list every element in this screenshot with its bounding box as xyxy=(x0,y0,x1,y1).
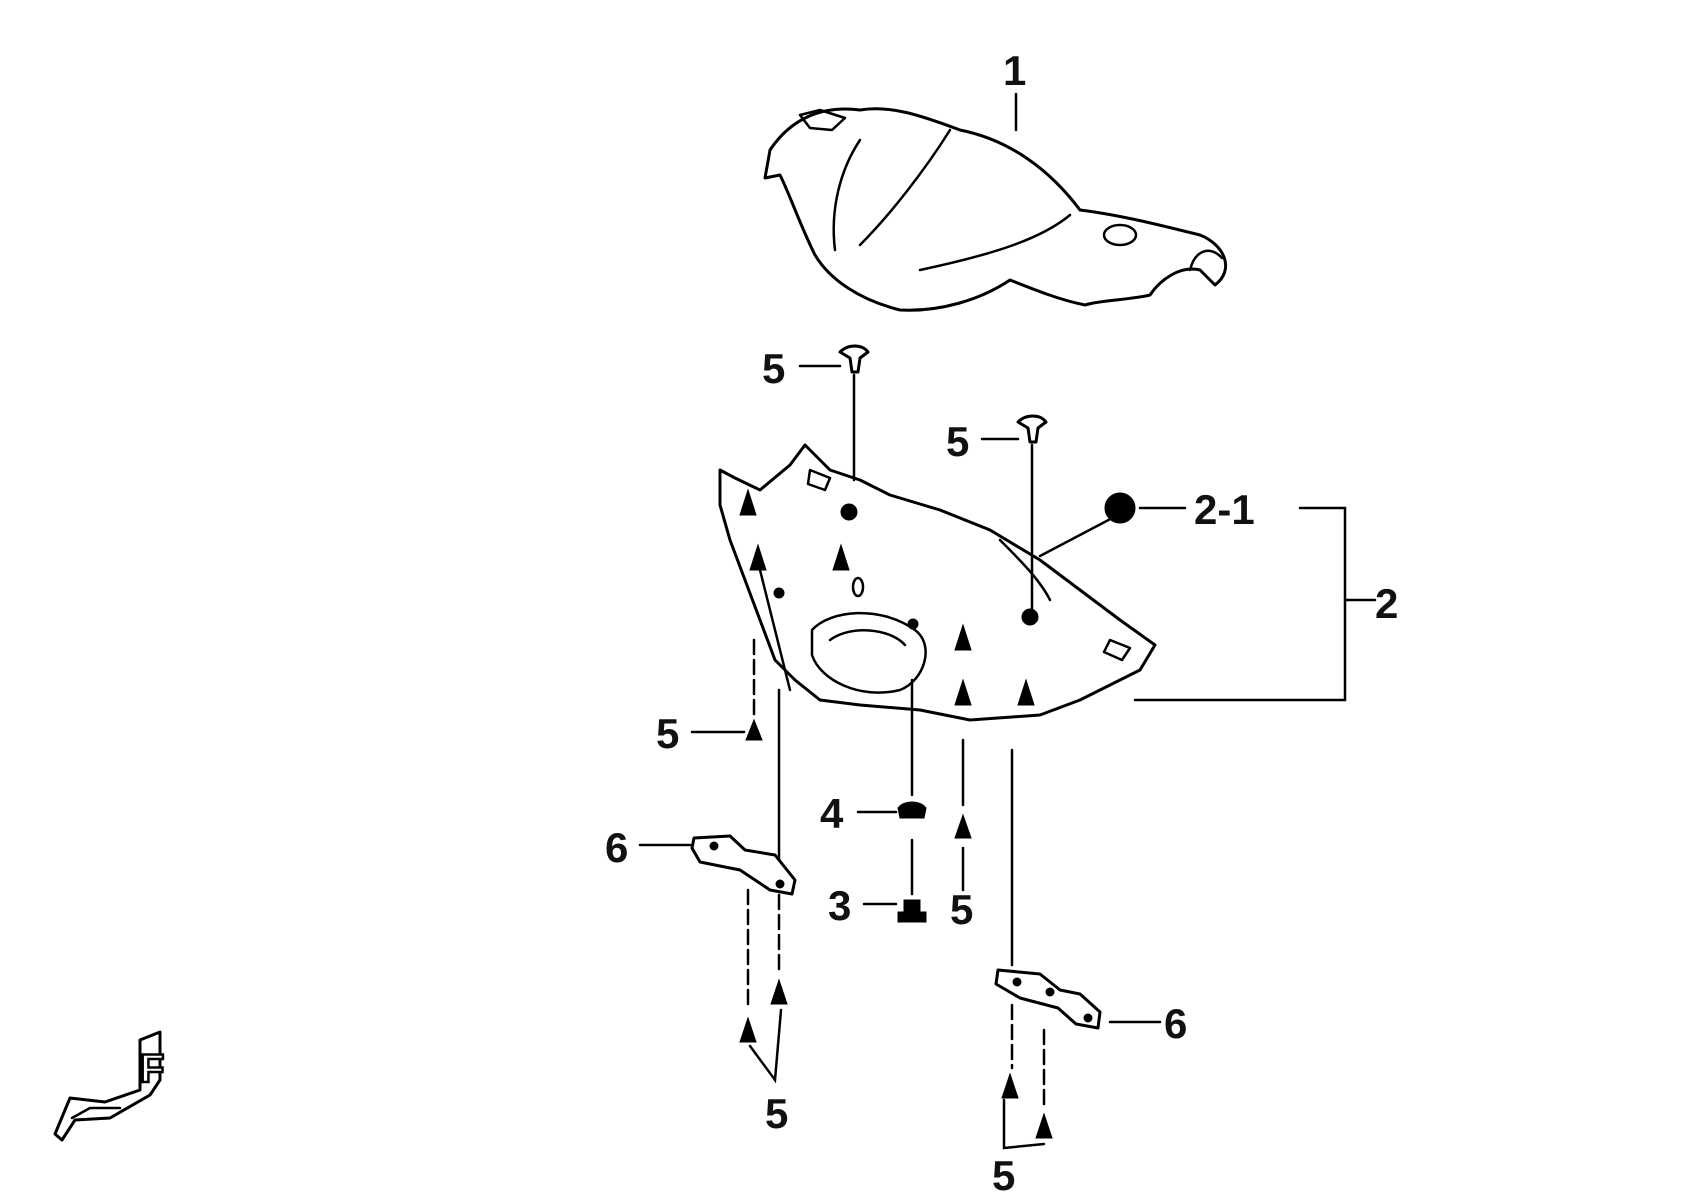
callout-6-left: 6 xyxy=(605,824,628,871)
callout-2-1: 2-1 xyxy=(1194,486,1255,533)
screws-5-lower-left xyxy=(739,688,788,1084)
front-direction-marker: F xyxy=(53,1030,166,1142)
callout-1: 1 xyxy=(1003,47,1026,94)
front-direction-letter: F xyxy=(140,1047,164,1091)
screw-5-center xyxy=(954,738,972,892)
callout-4: 4 xyxy=(820,790,844,837)
callout-3: 3 xyxy=(828,882,851,929)
part-3-bolt xyxy=(862,838,927,923)
screw-5-top-left xyxy=(798,344,870,482)
callout-5-lower-right: 5 xyxy=(992,1152,1015,1199)
part-1-handle-cover xyxy=(763,107,1228,312)
callout-5-lower-left: 5 xyxy=(765,1090,788,1137)
part-6-bracket-left xyxy=(638,834,797,896)
callout-2: 2 xyxy=(1375,580,1398,627)
part-2-rear-cover xyxy=(718,443,1157,722)
callout-5-left: 5 xyxy=(656,710,679,757)
screw-5-left xyxy=(690,638,763,741)
callout-5-top-left: 5 xyxy=(762,345,785,392)
callout-5-center: 5 xyxy=(950,886,973,933)
screws-5-lower-right xyxy=(1001,748,1053,1150)
callout-5-top-right: 5 xyxy=(946,418,969,465)
callout-6-right: 6 xyxy=(1164,1000,1187,1047)
callout-2-bracket xyxy=(1133,506,1377,702)
part-6-bracket-right xyxy=(994,968,1162,1030)
screw-5-top-right xyxy=(980,414,1048,614)
part-4-nut xyxy=(856,678,927,819)
part-2-1-plug xyxy=(1038,492,1187,558)
